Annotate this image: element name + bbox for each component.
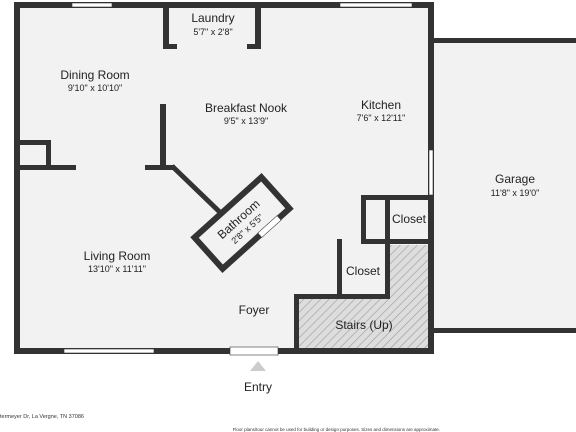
entry-door <box>229 346 279 356</box>
room-dims-breakfast: 9'5" x 13'9" <box>224 116 268 126</box>
room-name-foyer: Foyer <box>239 303 270 317</box>
room-name-laundry: Laundry <box>191 11 234 25</box>
closet-kitchen-floor <box>390 200 428 239</box>
room-name-stairs: Stairs (Up) <box>335 318 392 332</box>
garage-floor <box>433 42 576 330</box>
footer-disclaimer: Floor plans/tour cannot be used for buil… <box>233 427 440 432</box>
room-dims-kitchen: 7'6" x 12'11" <box>357 113 406 123</box>
up-arrow-icon <box>250 361 266 371</box>
room-name-living: Living Room <box>84 249 151 263</box>
room-dims-garage: 11'8" x 19'0" <box>491 188 540 198</box>
room-name-dining: Dining Room <box>60 68 129 82</box>
closet-foyer-floor <box>342 244 385 294</box>
entry-label: Entry <box>244 380 272 394</box>
windows <box>63 2 434 354</box>
room-dims-living: 13'10" x 11'11" <box>88 264 146 274</box>
room-name-kitchen: Kitchen <box>361 98 401 112</box>
room-name-closet-foyer: Closet <box>346 264 381 278</box>
footer-address: termeyer Dr, La Vergne, TN 37086 <box>0 414 84 420</box>
room-name-closet-kitchen: Closet <box>392 212 427 226</box>
room-name-breakfast: Breakfast Nook <box>205 101 288 115</box>
room-name-garage: Garage <box>495 172 535 186</box>
stairs-area <box>296 245 433 350</box>
room-dims-dining: 9'10" x 10'10" <box>68 83 122 93</box>
room-dims-laundry: 5'7" x 2'8" <box>193 27 232 37</box>
